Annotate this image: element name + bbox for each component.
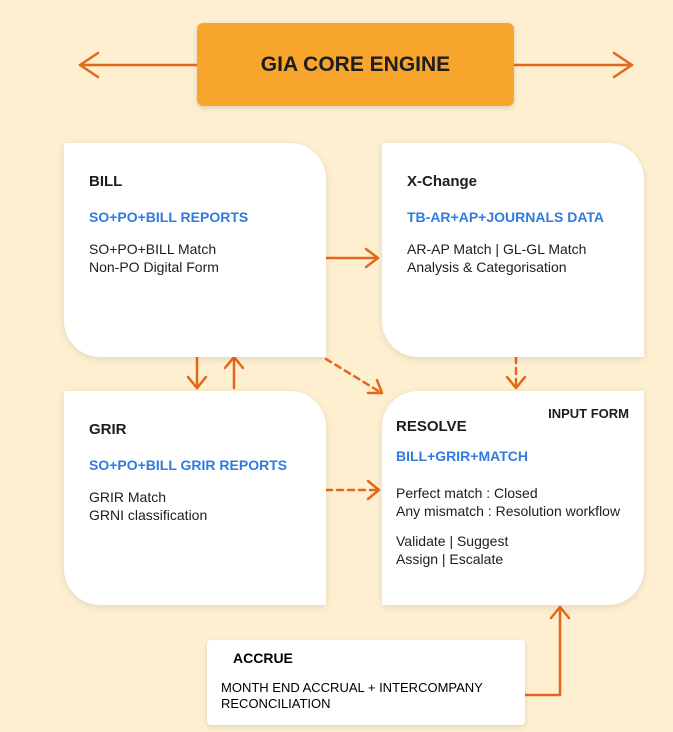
engine-right-arrow: [512, 51, 634, 79]
input-form-tag: INPUT FORM: [548, 406, 629, 421]
accrue-title: ACCRUE: [233, 650, 293, 666]
accrue-line: MONTH END ACCRUAL + INTERCOMPANY: [221, 680, 483, 695]
resolve-title: RESOLVE: [396, 418, 467, 435]
resolve-action-line: Validate | Suggest: [396, 533, 509, 549]
xchange-line: AR-AP Match | GL-GL Match: [407, 241, 587, 257]
engine-label: GIA CORE ENGINE: [260, 52, 451, 76]
xchange-line: Analysis & Categorisation: [407, 259, 567, 275]
accrue-lines: MONTH END ACCRUAL + INTERCOMPANY RECONCI…: [221, 680, 525, 712]
resolve-line: Perfect match : Closed: [396, 485, 538, 501]
xchange-subtitle: TB-AR+AP+JOURNALS DATA: [407, 209, 605, 225]
grir-card: GRIR SO+PO+BILL GRIR REPORTS GRIR Match …: [64, 391, 326, 605]
grir-subtitle: SO+PO+BILL GRIR REPORTS: [89, 457, 288, 473]
bill-to-xchange-arrow: [324, 247, 380, 269]
engine-left-arrow: [78, 51, 199, 79]
xchange-lines: AR-AP Match | GL-GL Match Analysis & Cat…: [407, 240, 644, 276]
grir-lines: GRIR Match GRNI classification: [89, 488, 326, 524]
bill-line: SO+PO+BILL Match: [89, 241, 217, 257]
grir-line: GRIR Match: [89, 489, 167, 505]
bill-title: BILL: [89, 173, 123, 190]
bill-to-resolve-dashed-arrow: [324, 357, 384, 395]
gia-core-engine-box: GIA CORE ENGINE: [197, 23, 514, 106]
xchange-title: X-Change: [407, 173, 478, 190]
xchange-to-resolve-dashed-arrow: [505, 355, 527, 390]
accrue-card: ACCRUE MONTH END ACCRUAL + INTERCOMPANY …: [207, 640, 525, 725]
bill-line: Non-PO Digital Form: [89, 259, 219, 275]
grir-to-resolve-dashed-arrow: [324, 479, 381, 501]
grir-line: GRNI classification: [89, 507, 208, 523]
resolve-action-line: Assign | Escalate: [396, 551, 504, 567]
grir-title: GRIR: [89, 421, 127, 438]
grir-to-bill-arrow: [223, 355, 245, 390]
resolve-card: INPUT FORM RESOLVE BILL+GRIR+MATCH Perfe…: [382, 391, 644, 605]
xchange-card: X-Change TB-AR+AP+JOURNALS DATA AR-AP Ma…: [382, 143, 644, 357]
bill-card: BILL SO+PO+BILL REPORTS SO+PO+BILL Match…: [64, 143, 326, 357]
resolve-lines: Perfect match : Closed Any mismatch : Re…: [396, 484, 644, 520]
resolve-actions: Validate | Suggest Assign | Escalate: [396, 532, 644, 568]
bill-subtitle: SO+PO+BILL REPORTS: [89, 209, 249, 225]
accrue-to-resolve-arrow: [523, 605, 571, 697]
accrue-line: RECONCILIATION: [221, 696, 331, 711]
bill-to-grir-arrow: [186, 355, 208, 390]
resolve-line: Any mismatch : Resolution workflow: [396, 503, 621, 519]
resolve-subtitle: BILL+GRIR+MATCH: [396, 448, 528, 464]
bill-lines: SO+PO+BILL Match Non-PO Digital Form: [89, 240, 326, 276]
